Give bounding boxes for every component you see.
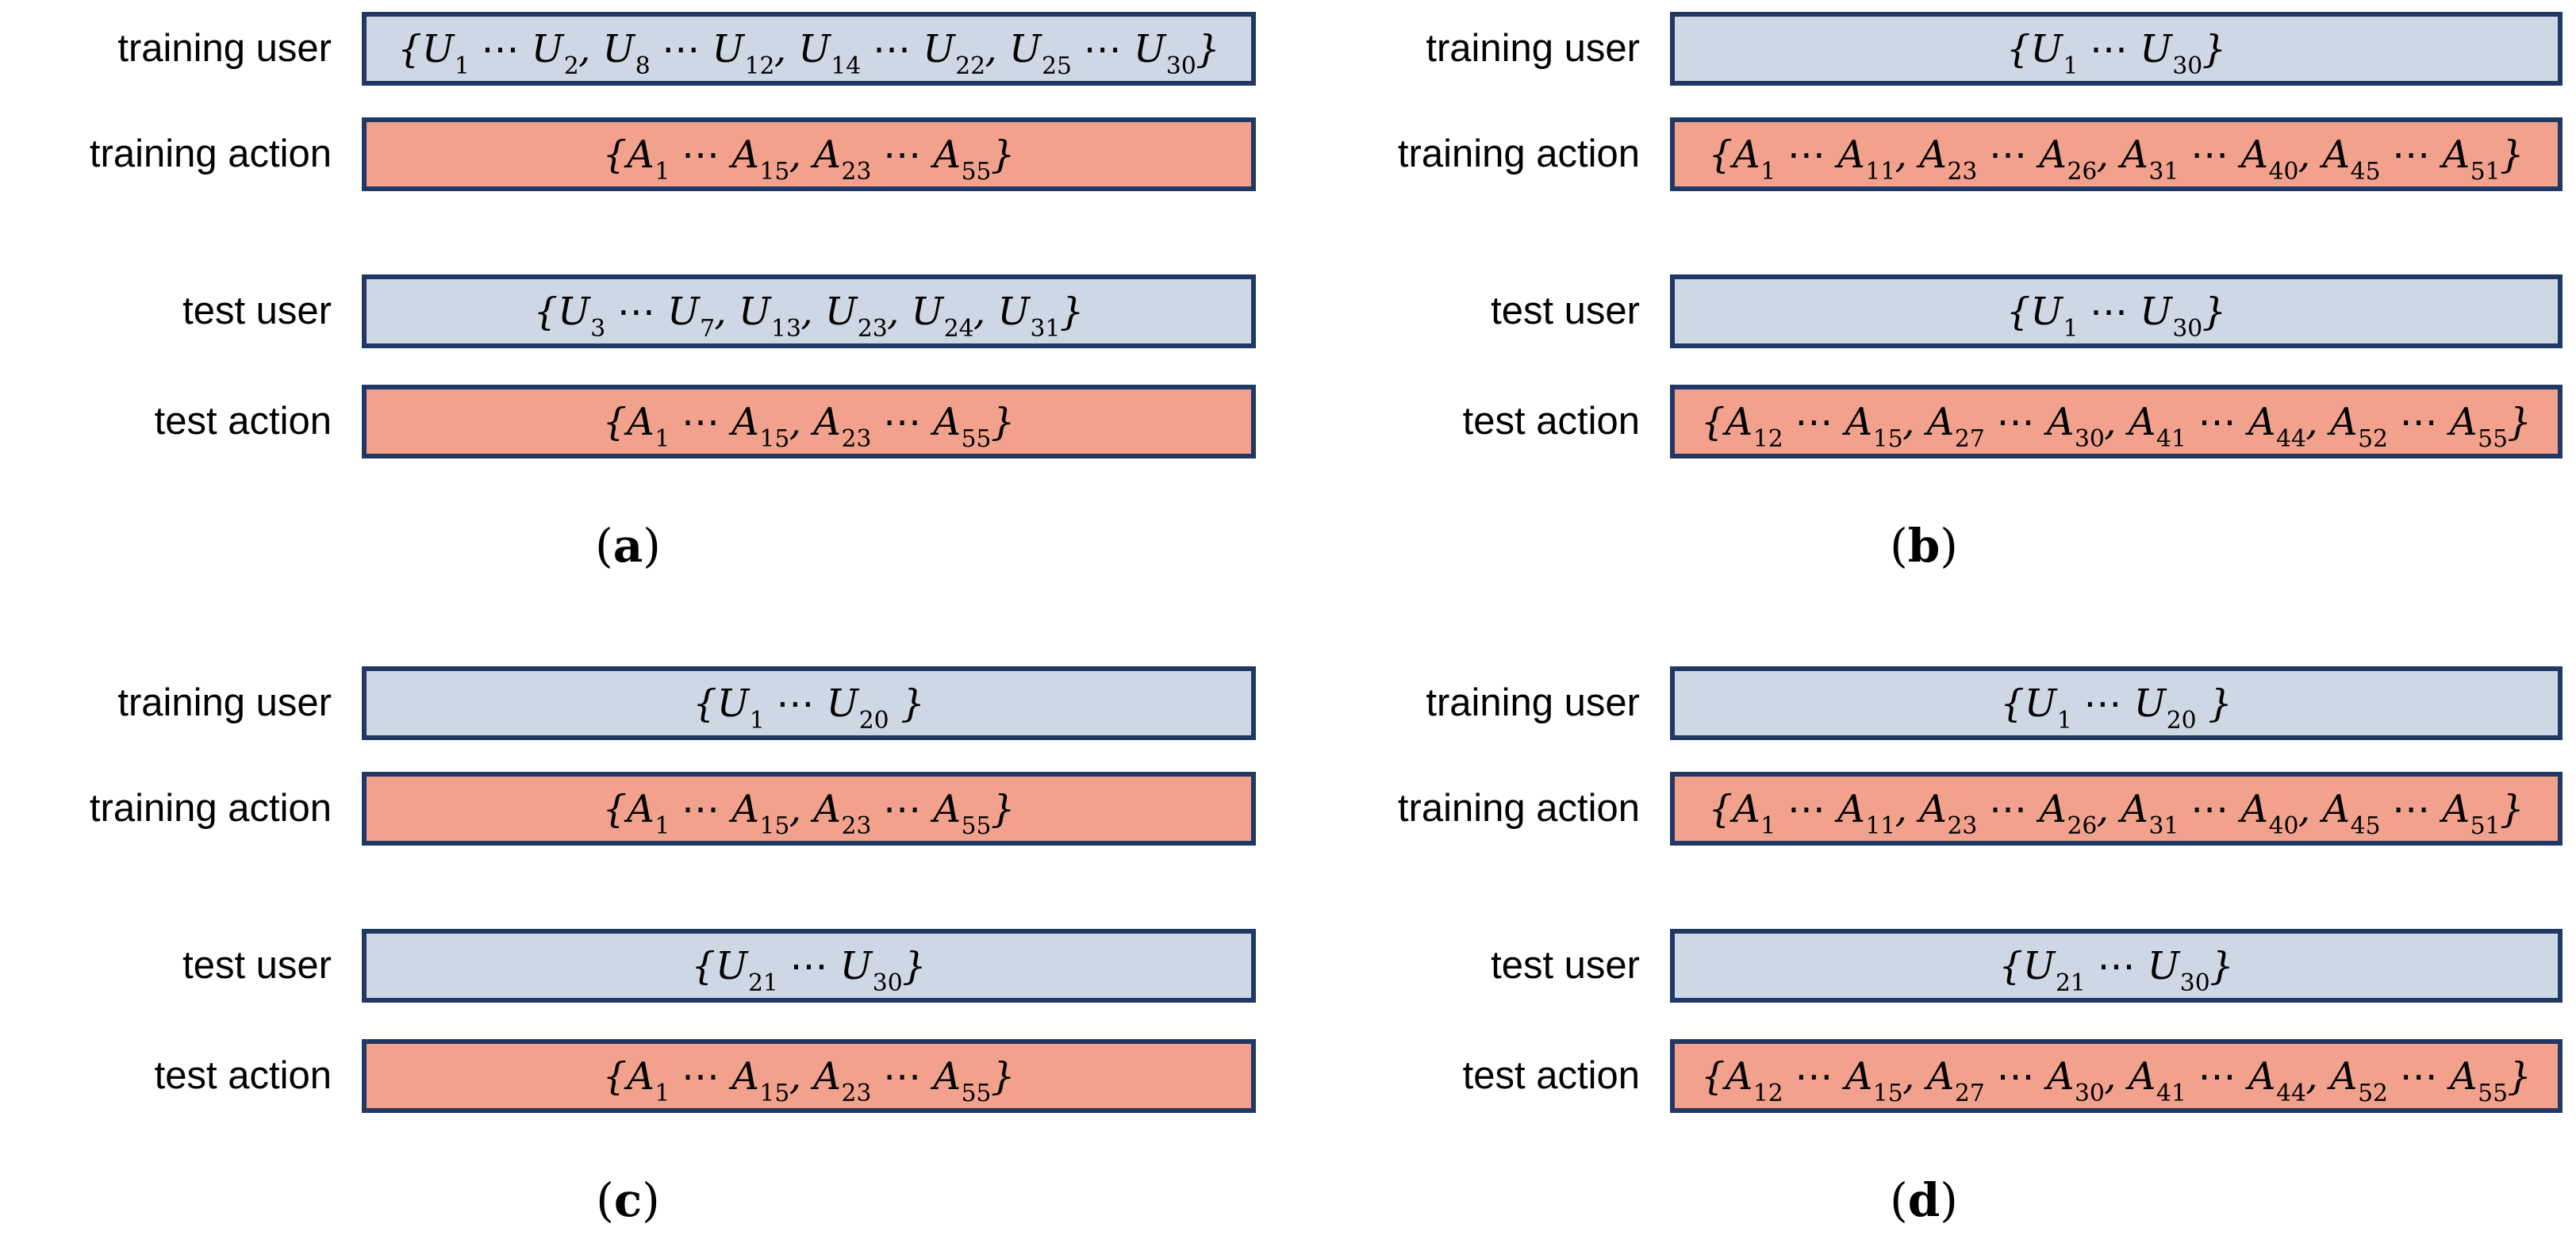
row-training-action: training action {A1 ⋯ A15, A23 ⋯ A55}	[0, 117, 1285, 191]
set-expression: {A12 ⋯ A15, A27 ⋯ A30, A41 ⋯ A44, A52 ⋯ …	[1701, 399, 2532, 454]
test-user-box: {U1 ⋯ U30}	[1670, 274, 2563, 348]
row-label: training user	[117, 27, 332, 70]
panel-caption-b: (b)	[1890, 519, 1958, 573]
row-training-user: training user {U1 ⋯ U20 }	[0, 666, 1285, 740]
row-test-action: test action {A1 ⋯ A15, A23 ⋯ A55}	[0, 1039, 1285, 1113]
row-label: test user	[1491, 290, 1640, 332]
row-label: test action	[1462, 400, 1640, 443]
test-action-box: {A1 ⋯ A15, A23 ⋯ A55}	[362, 1039, 1256, 1113]
panel-d: training user {U1 ⋯ U20 } training actio…	[1285, 577, 2576, 1232]
training-user-box: {U1 ⋯ U20 }	[362, 666, 1256, 740]
row-training-user: training user {U1 ⋯ U20 }	[1285, 666, 2576, 740]
row-test-user: test user {U21 ⋯ U30}	[0, 929, 1285, 1003]
row-label: training user	[1426, 681, 1640, 724]
row-label: test action	[1462, 1054, 1640, 1097]
set-expression: {U1 ⋯ U2, U8 ⋯ U12, U14 ⋯ U22, U25 ⋯ U30…	[397, 26, 1220, 81]
test-action-box: {A12 ⋯ A15, A27 ⋯ A30, A41 ⋯ A44, A52 ⋯ …	[1670, 1039, 2563, 1113]
row-label: training action	[1397, 787, 1640, 830]
panel-caption-a: (a)	[595, 519, 661, 573]
set-expression: {U1 ⋯ U20 }	[2000, 681, 2232, 735]
row-label: training action	[89, 132, 332, 175]
set-expression: {U21 ⋯ U30}	[1998, 943, 2234, 998]
panel-b: training user {U1 ⋯ U30} training action…	[1285, 0, 2576, 577]
set-expression: {U1 ⋯ U30}	[2006, 26, 2227, 81]
training-user-box: {U1 ⋯ U2, U8 ⋯ U12, U14 ⋯ U22, U25 ⋯ U30…	[362, 12, 1256, 86]
row-label: training action	[1397, 132, 1640, 175]
training-action-box: {A1 ⋯ A15, A23 ⋯ A55}	[362, 117, 1256, 191]
training-action-box: {A1 ⋯ A11, A23 ⋯ A26, A31 ⋯ A40, A45 ⋯ A…	[1670, 117, 2563, 191]
set-expression: {A1 ⋯ A15, A23 ⋯ A55}	[602, 399, 1015, 454]
row-label: test action	[154, 1054, 332, 1097]
row-test-action: test action {A12 ⋯ A15, A27 ⋯ A30, A41 ⋯…	[1285, 1039, 2576, 1113]
test-action-box: {A12 ⋯ A15, A27 ⋯ A30, A41 ⋯ A44, A52 ⋯ …	[1670, 385, 2563, 458]
test-user-box: {U3 ⋯ U7, U13, U23, U24, U31}	[362, 274, 1256, 348]
test-action-box: {A1 ⋯ A15, A23 ⋯ A55}	[362, 385, 1256, 458]
test-user-box: {U21 ⋯ U30}	[1670, 929, 2563, 1003]
set-expression: {A1 ⋯ A11, A23 ⋯ A26, A31 ⋯ A40, A45 ⋯ A…	[1708, 786, 2524, 841]
row-training-action: training action {A1 ⋯ A11, A23 ⋯ A26, A3…	[1285, 772, 2576, 846]
row-label: test user	[182, 944, 332, 987]
training-action-box: {A1 ⋯ A15, A23 ⋯ A55}	[362, 772, 1256, 846]
row-training-action: training action {A1 ⋯ A15, A23 ⋯ A55}	[0, 772, 1285, 846]
row-training-action: training action {A1 ⋯ A11, A23 ⋯ A26, A3…	[1285, 117, 2576, 191]
row-test-user: test user {U21 ⋯ U30}	[1285, 929, 2576, 1003]
set-expression: {A1 ⋯ A15, A23 ⋯ A55}	[602, 132, 1015, 186]
set-expression: {U21 ⋯ U30}	[691, 943, 927, 998]
row-label: test user	[182, 290, 332, 332]
set-expression: {U1 ⋯ U20 }	[693, 681, 925, 735]
row-training-user: training user {U1 ⋯ U2, U8 ⋯ U12, U14 ⋯ …	[0, 12, 1285, 86]
set-expression: {A12 ⋯ A15, A27 ⋯ A30, A41 ⋯ A44, A52 ⋯ …	[1701, 1053, 2532, 1108]
training-user-box: {U1 ⋯ U30}	[1670, 12, 2563, 86]
row-test-action: test action {A12 ⋯ A15, A27 ⋯ A30, A41 ⋯…	[1285, 385, 2576, 458]
training-action-box: {A1 ⋯ A11, A23 ⋯ A26, A31 ⋯ A40, A45 ⋯ A…	[1670, 772, 2563, 846]
row-test-user: test user {U1 ⋯ U30}	[1285, 274, 2576, 348]
panel-c: training user {U1 ⋯ U20 } training actio…	[0, 577, 1285, 1232]
set-expression: {U3 ⋯ U7, U13, U23, U24, U31}	[533, 289, 1085, 343]
row-label: test action	[154, 400, 332, 443]
row-test-action: test action {A1 ⋯ A15, A23 ⋯ A55}	[0, 385, 1285, 458]
panel-caption-c: (c)	[596, 1173, 660, 1227]
training-user-box: {U1 ⋯ U20 }	[1670, 666, 2563, 740]
set-expression: {U1 ⋯ U30}	[2006, 289, 2227, 343]
row-training-user: training user {U1 ⋯ U30}	[1285, 12, 2576, 86]
row-label: training action	[89, 787, 332, 830]
row-label: training user	[117, 681, 332, 724]
row-label: training user	[1426, 27, 1640, 70]
test-user-box: {U21 ⋯ U30}	[362, 929, 1256, 1003]
set-expression: {A1 ⋯ A11, A23 ⋯ A26, A31 ⋯ A40, A45 ⋯ A…	[1708, 132, 2524, 186]
panel-caption-d: (d)	[1890, 1173, 1958, 1227]
panel-a: training user {U1 ⋯ U2, U8 ⋯ U12, U14 ⋯ …	[0, 0, 1285, 577]
set-expression: {A1 ⋯ A15, A23 ⋯ A55}	[602, 1053, 1015, 1108]
row-test-user: test user {U3 ⋯ U7, U13, U23, U24, U31}	[0, 274, 1285, 348]
row-label: test user	[1491, 944, 1640, 987]
set-expression: {A1 ⋯ A15, A23 ⋯ A55}	[602, 786, 1015, 841]
